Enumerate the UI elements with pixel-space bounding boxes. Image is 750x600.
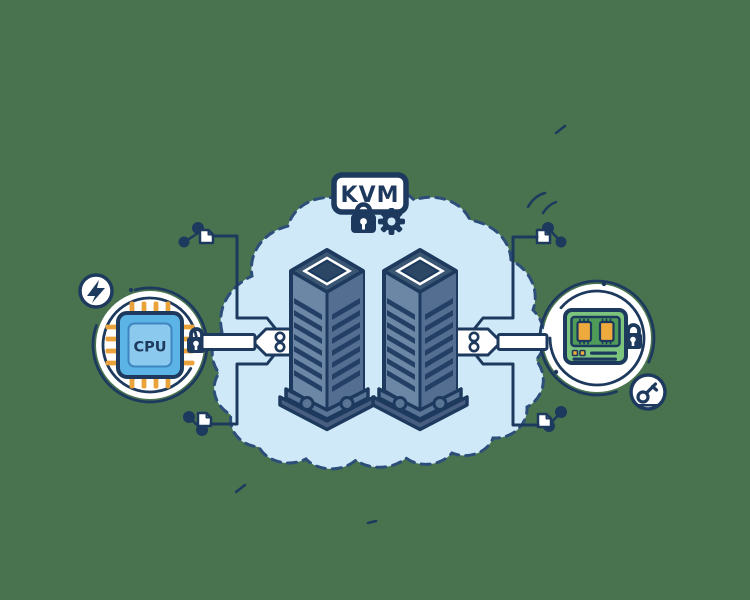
cpu-ring-group: CPU [78,273,209,404]
decor-arc [526,191,547,209]
cpu-pins [105,301,195,389]
ring-dot [601,281,607,287]
node-cluster-top-left [178,222,277,330]
kvm-monitor-icon: KVM [331,172,409,215]
server-tower-right [373,250,467,430]
decor-dash [234,483,247,494]
lightning-bolt-icon [87,280,105,303]
chip-inner [127,322,173,368]
padlock-icon-right [624,323,642,349]
file-node-icon [198,228,215,245]
board-slot [572,357,617,361]
bus-bar [200,333,257,351]
cpu-label: CPU [133,340,166,356]
key-badge [629,373,667,411]
ring-dot [128,287,134,293]
ring-arc-inner [101,296,198,394]
decor-dash [554,124,567,135]
node-cluster-bottom-left [183,352,277,436]
bus-bar [496,333,549,351]
memory-board-icon [563,308,628,365]
node-cluster-bottom-right [473,352,567,432]
board-ring-group [538,279,667,411]
key-badge-microtext [638,404,658,407]
ring-arc-outer [91,286,209,404]
ring-arc-outer [538,279,656,397]
circuit-connector-left [200,327,300,357]
circuit-trace-icon [473,352,540,427]
via-donut [468,341,480,353]
node-dot [178,236,190,248]
board-chip [576,320,593,343]
board-led [571,349,579,357]
decor-dash [366,519,378,525]
node-dot [555,236,567,248]
file-node-icon [535,228,552,245]
cpu-chip-icon: CPU [105,301,195,389]
server-tower-left [280,250,374,430]
gear-icon [378,208,405,235]
ring-arc-inner [548,289,646,387]
kvm-padlock-icon [351,202,376,233]
board-led [579,349,586,357]
via-donut [274,331,286,343]
circuit-trace-icon [211,234,277,330]
key-icon [636,382,659,404]
board-slot [590,351,617,355]
via-donut [468,331,480,343]
file-node-icon [536,412,553,429]
ring-dot [553,369,559,375]
node-cluster-top-right [473,222,567,330]
circuit-trace-icon [209,352,277,426]
decor-arc [541,200,558,215]
circuit-trace-icon [473,235,539,330]
board-chip [598,320,615,343]
kvm-label: KVM [341,183,400,208]
via-donut [274,341,286,353]
file-node-icon [196,411,213,428]
